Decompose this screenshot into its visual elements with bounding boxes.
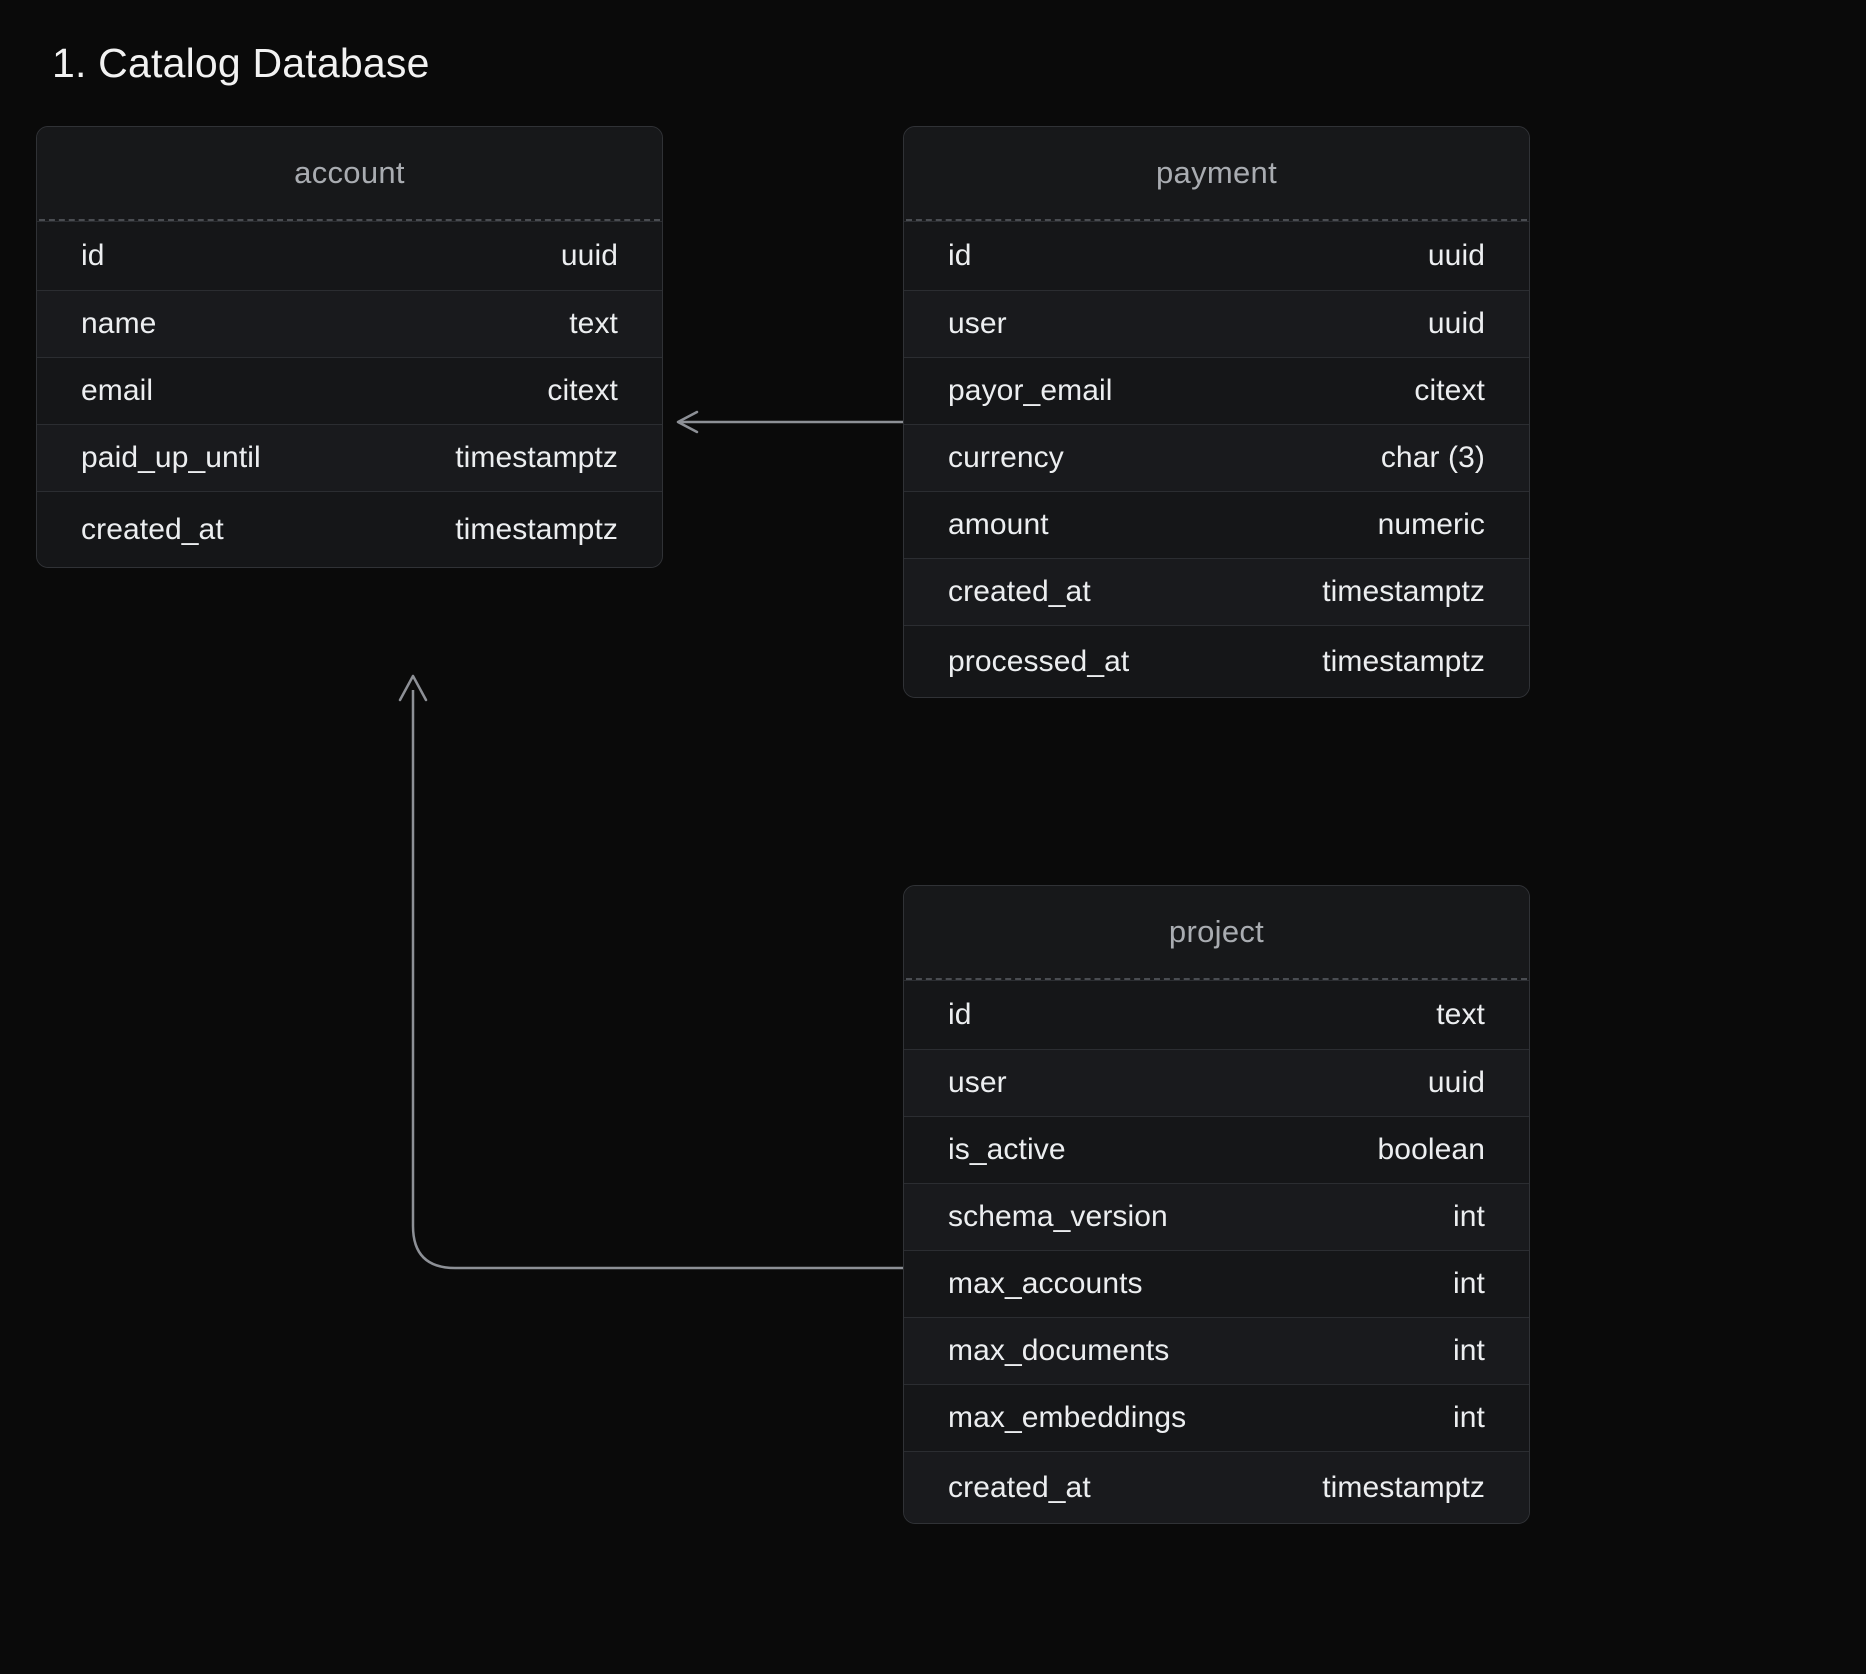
field-type: timestamptz bbox=[1322, 644, 1485, 678]
field-name: id bbox=[948, 998, 972, 1031]
field-type: citext bbox=[547, 374, 618, 407]
field-type: uuid bbox=[1427, 1066, 1485, 1099]
header-divider-project bbox=[906, 978, 1527, 980]
field-type: int bbox=[1453, 1401, 1485, 1434]
field-type: timestamptz bbox=[455, 512, 618, 546]
table-row[interactable]: user uuid bbox=[904, 1049, 1529, 1116]
connector-project-to-account bbox=[398, 674, 903, 1270]
field-type: uuid bbox=[1427, 239, 1485, 272]
table-header-project: project bbox=[904, 886, 1529, 978]
field-type: uuid bbox=[560, 239, 618, 272]
table-header-payment: payment bbox=[904, 127, 1529, 219]
table-row[interactable]: id text bbox=[904, 980, 1529, 1049]
field-name: amount bbox=[948, 508, 1049, 541]
field-name: is_active bbox=[948, 1133, 1066, 1166]
field-type: text bbox=[1436, 998, 1485, 1031]
table-row[interactable]: currency char (3) bbox=[904, 424, 1529, 491]
field-type: int bbox=[1453, 1200, 1485, 1233]
table-name-payment: payment bbox=[1156, 155, 1277, 190]
table-row[interactable]: id uuid bbox=[37, 221, 662, 290]
table-header-account: account bbox=[37, 127, 662, 219]
table-row[interactable]: amount numeric bbox=[904, 491, 1529, 558]
field-name: created_at bbox=[81, 512, 224, 546]
table-row[interactable]: paid_up_until timestamptz bbox=[37, 424, 662, 491]
field-name: max_accounts bbox=[948, 1267, 1143, 1300]
table-row[interactable]: id uuid bbox=[904, 221, 1529, 290]
table-row[interactable]: processed_at timestamptz bbox=[904, 625, 1529, 697]
field-type: text bbox=[569, 307, 618, 340]
field-type: uuid bbox=[1427, 307, 1485, 340]
field-type: int bbox=[1453, 1334, 1485, 1367]
field-name: max_embeddings bbox=[948, 1401, 1187, 1434]
field-name: user bbox=[948, 307, 1007, 340]
table-row[interactable]: max_embeddings int bbox=[904, 1384, 1529, 1451]
field-name: paid_up_until bbox=[81, 441, 261, 474]
field-name: email bbox=[81, 374, 154, 407]
field-type: boolean bbox=[1377, 1133, 1485, 1166]
field-name: created_at bbox=[948, 575, 1091, 608]
table-row[interactable]: max_accounts int bbox=[904, 1250, 1529, 1317]
field-name: user bbox=[948, 1066, 1007, 1099]
erd-table-project[interactable]: project id text user uuid is_active bool… bbox=[903, 885, 1530, 1524]
field-name: processed_at bbox=[948, 644, 1130, 678]
field-name: payor_email bbox=[948, 374, 1113, 407]
field-name: currency bbox=[948, 441, 1064, 474]
field-name: max_documents bbox=[948, 1334, 1170, 1367]
field-name: id bbox=[948, 239, 972, 272]
table-row[interactable]: payor_email citext bbox=[904, 357, 1529, 424]
table-name-project: project bbox=[1168, 914, 1265, 949]
field-type: citext bbox=[1414, 374, 1485, 407]
table-name-account: account bbox=[294, 155, 405, 190]
field-type: numeric bbox=[1377, 508, 1485, 541]
field-type: timestamptz bbox=[1322, 575, 1485, 608]
table-row[interactable]: max_documents int bbox=[904, 1317, 1529, 1384]
erd-table-payment[interactable]: payment id uuid user uuid payor_email ci… bbox=[903, 126, 1530, 698]
table-row[interactable]: is_active boolean bbox=[904, 1116, 1529, 1183]
field-name: name bbox=[81, 307, 157, 340]
table-row[interactable]: created_at timestamptz bbox=[904, 1451, 1529, 1523]
table-row[interactable]: created_at timestamptz bbox=[37, 491, 662, 567]
erd-table-account[interactable]: account id uuid name text email citext p… bbox=[36, 126, 663, 568]
connector-payment-to-account bbox=[676, 410, 903, 434]
table-row[interactable]: created_at timestamptz bbox=[904, 558, 1529, 625]
field-type: timestamptz bbox=[455, 441, 618, 474]
field-type: timestamptz bbox=[1322, 1470, 1485, 1504]
table-row[interactable]: schema_version int bbox=[904, 1183, 1529, 1250]
table-row[interactable]: email citext bbox=[37, 357, 662, 424]
field-type: char (3) bbox=[1380, 441, 1485, 474]
header-divider-account bbox=[39, 219, 660, 221]
table-row[interactable]: name text bbox=[37, 290, 662, 357]
field-name: id bbox=[81, 239, 105, 272]
field-type: int bbox=[1453, 1267, 1485, 1300]
field-name: schema_version bbox=[948, 1200, 1168, 1233]
page-title: 1. Catalog Database bbox=[52, 40, 430, 86]
field-name: created_at bbox=[948, 1470, 1091, 1504]
header-divider-payment bbox=[906, 219, 1527, 221]
table-row[interactable]: user uuid bbox=[904, 290, 1529, 357]
